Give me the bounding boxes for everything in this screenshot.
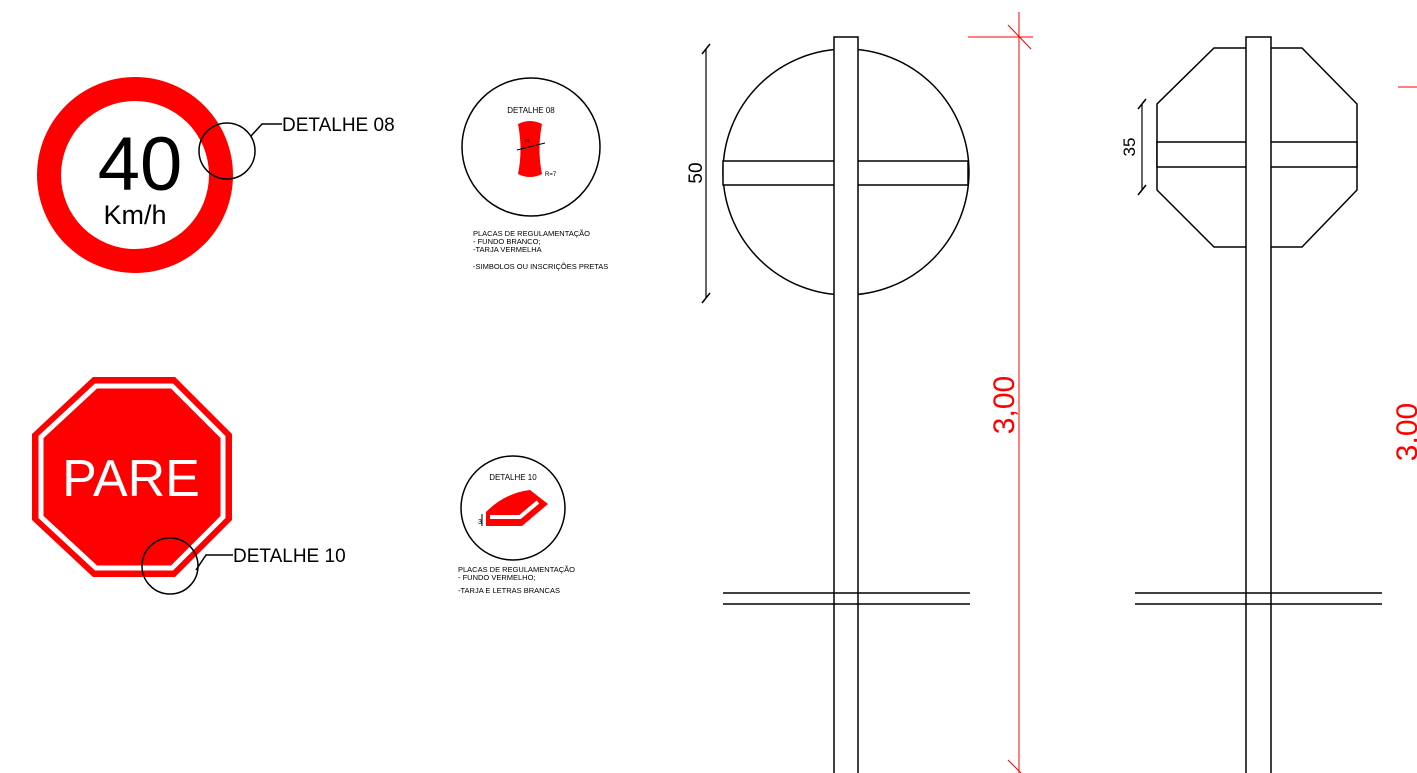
detail-10-title: DETALHE 10 <box>489 473 537 482</box>
round-height-tick-bottom <box>1007 759 1022 773</box>
elevation-octagon-sign: 35 3,00 <box>1120 36 1417 773</box>
detail-08: DETALHE 08 9 R=7 PLACAS DE REGULAMENTAÇÃ… <box>461 77 608 271</box>
octagon-dimension-label: 35 <box>1120 138 1139 157</box>
round-dimension-label: 50 <box>686 162 707 183</box>
detail-08-note-1: PLACAS DE REGULAMENTAÇÃO <box>473 229 590 238</box>
detail-08-note-3: -TARJA VERMELHA <box>473 245 542 254</box>
detail-10-callout-label: DETALHE 10 <box>233 546 346 567</box>
detail-08-callout-circle <box>198 122 256 180</box>
round-sign-post <box>833 36 859 773</box>
detail-08-dimension-label: 9 <box>524 138 532 143</box>
stop-sign-white-border <box>38 383 226 571</box>
detail-08-title: DETALHE 08 <box>507 106 555 115</box>
detail-10-note-2: - FUNDO VERMELHO; <box>458 573 536 582</box>
detail-08-dimension-line <box>516 142 546 151</box>
detail-08-leader-line <box>250 123 282 137</box>
detail-08-red-band <box>518 121 542 177</box>
octagon-sign-outline <box>1156 47 1358 248</box>
speed-limit-sign: 40 Km/h DETALHE 08 <box>37 77 395 273</box>
speed-sign-white-field <box>61 101 209 249</box>
detail-08-radius-label: R=7 <box>545 172 557 178</box>
detail-10-note-1: PLACAS DE REGULAMENTAÇÃO <box>458 565 575 574</box>
detail-10-leader-line <box>195 554 233 571</box>
speed-sign-number: 40 <box>98 122 183 207</box>
detail-10-note-3: -TARJA E LETRAS BRANCAS <box>458 586 560 595</box>
round-height-label: 3,00 <box>988 376 1021 434</box>
detail-10-circle <box>460 455 566 561</box>
stop-sign: PARE DETALHE 10 <box>32 377 346 595</box>
stop-sign-text: PARE <box>62 450 200 508</box>
round-dimension-tick-bottom <box>701 292 711 304</box>
detail-08-note-2: - FUNDO BRANCO; <box>473 237 541 246</box>
detail-10-red-corner <box>486 490 548 526</box>
octagon-height-label: 3,00 <box>1391 403 1417 461</box>
round-height-tick-top <box>1007 24 1032 50</box>
detail-10-white-stripe <box>490 500 540 519</box>
detail-10: DETALHE 10 3 PLACAS DE REGULAMENTAÇÃO - … <box>458 455 575 595</box>
octagon-sign-post <box>1245 36 1272 773</box>
detail-10-dimension-label: 3 <box>478 519 482 526</box>
elevation-round-sign: 50 3,00 <box>686 12 1033 773</box>
detail-08-note-4: -SIMBOLOS OU INSCRIÇÕES PRETAS <box>473 262 608 271</box>
stop-sign-outer-octagon <box>32 377 232 577</box>
octagon-dimension-tick-bottom <box>1137 184 1147 196</box>
detail-08-callout-label: DETALHE 08 <box>282 115 395 136</box>
speed-sign-unit: Km/h <box>103 200 166 230</box>
detail-08-circle <box>461 77 601 217</box>
round-dimension-tick-top <box>701 43 711 55</box>
octagon-dimension-tick-top <box>1137 98 1147 110</box>
